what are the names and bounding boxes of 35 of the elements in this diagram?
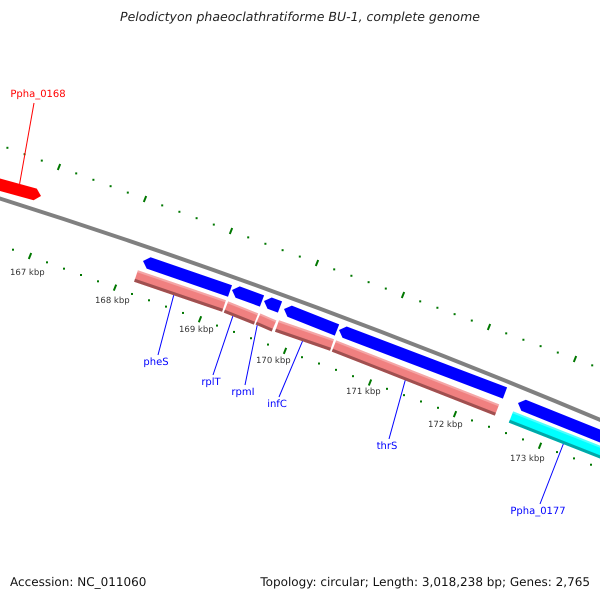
gene-label: thrS [376,441,398,453]
gene-label: rpmI [231,387,255,399]
genome-title: Pelodictyon phaeoclathratiforme BU-1, complete genome [119,9,481,24]
scale-label: 170 kbp [256,356,291,366]
genome-stats-text: Topology: circular; Length: 3,018,238 bp; Genes: 2,765 [260,575,590,589]
feature-bar [224,301,258,325]
leader-line [278,340,303,398]
gene-block [264,298,282,313]
gene-block [339,326,508,399]
leader-line [158,294,174,356]
leader-line [540,444,564,504]
gene-block [143,257,232,297]
leader-line [19,102,34,184]
leader-line [212,316,234,376]
gene-label: Ppha_0168 [10,89,66,101]
scale-label: 169 kbp [179,325,214,335]
feature-bar [275,320,334,351]
accession-text: Accession: NC_011060 [10,575,146,589]
gene-label: rplT [201,377,221,389]
scale-label: 171 kbp [346,387,381,397]
feature-bar [256,314,276,332]
feature-bar [332,340,500,416]
gene-label: infC [267,399,287,411]
leader-line [244,324,258,386]
scale-label: 172 kbp [428,420,463,430]
gene-block [232,286,264,307]
leader-line [388,380,406,440]
gene-block [0,176,41,200]
scale-label: 168 kbp [95,296,130,306]
gene-label: Ppha_0177 [510,506,566,518]
scale-label: 167 kbp [10,268,45,278]
gene-label: pheS [143,357,169,369]
feature-bar [134,270,226,312]
gene-block [284,306,340,336]
scale-label: 173 kbp [510,454,545,464]
